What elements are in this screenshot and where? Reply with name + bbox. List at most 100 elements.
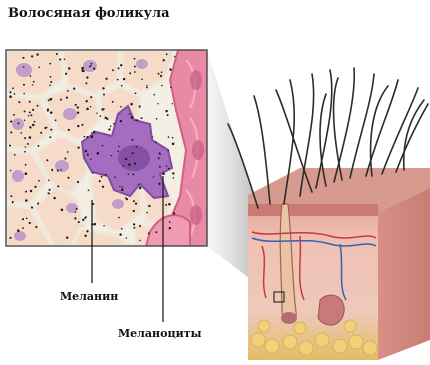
melanin-granule — [67, 151, 69, 153]
melanin-granule — [75, 211, 77, 213]
melanin-granule — [120, 106, 122, 108]
melanin-granule — [31, 55, 33, 57]
melanin-granule — [23, 84, 25, 86]
melanin-granule — [108, 128, 110, 130]
melanin-granule — [25, 191, 27, 193]
melanin-granule — [12, 202, 13, 203]
melanin-granule — [24, 110, 26, 112]
melanin-granule — [123, 78, 125, 80]
melanin-granule — [133, 210, 135, 212]
melanin-granule — [32, 124, 35, 127]
melanin-granule — [50, 98, 53, 101]
melanin-granule — [34, 186, 36, 188]
melanin-granule — [23, 93, 25, 95]
melanin-granule — [86, 108, 89, 111]
melanin-granule — [91, 136, 93, 138]
melanin-granule — [49, 136, 51, 138]
melanin-granule — [168, 203, 171, 206]
melanin-granule — [52, 170, 54, 172]
melanin-granule — [167, 114, 169, 116]
melanin-granule — [103, 108, 105, 110]
melanin-granule — [24, 120, 26, 122]
melanin-granule — [132, 152, 134, 154]
melanin-granule — [34, 121, 36, 123]
melanin-granule — [25, 146, 26, 147]
melanin-granule — [169, 221, 171, 223]
melanin-granule — [90, 96, 92, 98]
melanin-granule — [90, 159, 92, 161]
melanin-granule — [86, 136, 88, 138]
melanin-granule — [156, 118, 158, 120]
melanin-granule — [37, 203, 39, 205]
melanin-granule — [97, 152, 100, 155]
melanin-granule — [50, 81, 52, 83]
melanin-granule — [170, 87, 172, 89]
melanin-granule — [166, 165, 168, 167]
melanin-granule — [37, 105, 39, 107]
melanin-granule — [168, 150, 169, 151]
melanin-granule — [134, 66, 136, 68]
melanin-granule — [30, 190, 32, 192]
melanin-granule — [57, 185, 59, 187]
melanin-granule — [53, 197, 55, 199]
melanin-granule — [117, 150, 119, 152]
melanin-granule — [133, 223, 135, 225]
melanin-granule — [60, 99, 62, 101]
melanin-granule — [148, 205, 150, 207]
melanin-granule — [10, 170, 12, 172]
melanin-granule — [49, 63, 51, 65]
melanin-granule — [139, 225, 141, 227]
melanin-granule — [32, 109, 34, 111]
melanin-granule — [101, 176, 103, 178]
melanin-granule — [135, 119, 137, 121]
melanin-granule — [85, 216, 87, 218]
melanin-granule — [33, 81, 35, 83]
melanin-granule — [46, 127, 47, 128]
melanin-granule — [99, 180, 101, 182]
melanin-granule — [85, 82, 87, 84]
melanin-granule — [55, 119, 57, 121]
melanin-granule — [172, 172, 174, 174]
melanin-granule — [121, 85, 123, 87]
melanin-granule — [134, 162, 136, 164]
melanin-granule — [133, 227, 135, 229]
melanin-granule — [35, 226, 37, 228]
melanin-granule — [127, 173, 129, 175]
melanin-granule — [48, 192, 50, 194]
melanin-granule — [131, 116, 134, 119]
melanin-granule — [128, 163, 131, 166]
melanin-granule — [158, 73, 160, 75]
melanin-granule — [26, 217, 28, 219]
melanin-granule — [100, 115, 102, 117]
melanin-granule — [13, 114, 15, 116]
melanin-granule — [10, 131, 12, 133]
melanin-granule — [111, 155, 112, 156]
melanin-granule — [22, 227, 24, 229]
melanin-granule — [123, 165, 124, 166]
melanin-granule — [134, 58, 136, 60]
melanin-granule — [92, 203, 94, 205]
melanin-granule — [146, 87, 148, 89]
melanin-granule — [155, 142, 157, 144]
melanin-granule — [161, 71, 163, 73]
melanin-granule — [38, 67, 40, 69]
melanin-granule — [49, 189, 51, 191]
melanin-granule — [148, 232, 150, 234]
melanin-granule — [48, 180, 50, 182]
melanin-granule — [25, 199, 28, 202]
melanin-granule — [22, 218, 24, 220]
melanin-granule — [103, 93, 105, 95]
melanin-granule — [86, 76, 88, 78]
melanin-granule — [9, 95, 12, 98]
melanin-granule — [9, 145, 11, 147]
melanin-granule — [118, 146, 120, 148]
melanin-granule — [10, 237, 12, 239]
melanin-granule — [31, 206, 33, 208]
melanin-granule — [81, 124, 83, 126]
melanin-granule — [139, 240, 141, 242]
melanin-granule — [122, 186, 123, 187]
melanin-granule — [168, 136, 170, 138]
melanin-granule — [50, 111, 53, 114]
melanin-granule — [77, 106, 79, 108]
